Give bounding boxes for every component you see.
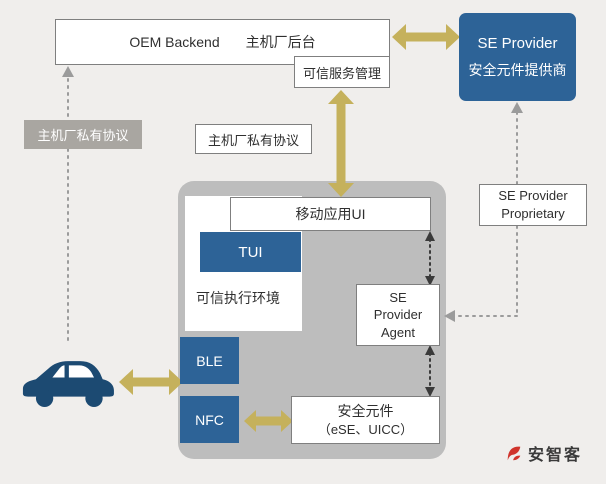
- car-icon: [22, 361, 114, 407]
- agent-line2: Provider: [373, 307, 423, 323]
- anzhike-logo-icon: [507, 446, 521, 461]
- secure-element-box: 安全元件 （eSE、UICC）: [291, 396, 440, 444]
- se-provider-line2: 安全元件提供商: [468, 62, 567, 79]
- tee-label: 可信执行环境: [196, 288, 280, 308]
- se-provider-box: SE Provider 安全元件提供商: [459, 13, 576, 101]
- dotted-car-oem-arrowhead: [62, 66, 74, 77]
- proprietary-line1: SE Provider: [498, 188, 568, 204]
- dotted-seprovider-up-arrowhead: [511, 102, 523, 113]
- oem-protocol-mid-text: 主机厂私有协议: [207, 132, 299, 148]
- oem-backend-label-zh: 主机厂后台: [245, 34, 316, 50]
- proprietary-line2: Proprietary: [501, 206, 565, 221]
- nfc-label: NFC: [195, 411, 224, 428]
- car-wheel-front: [85, 389, 103, 407]
- tee-label-text: 可信执行环境: [196, 290, 280, 306]
- mobile-app-ui-label: 移动应用UI: [295, 206, 366, 222]
- se-provider-proprietary-box: SE Provider Proprietary: [479, 184, 587, 226]
- arrow-oem-seprovider: [392, 24, 460, 50]
- car-window-front: [68, 365, 94, 378]
- secure-element-line1: 安全元件: [337, 402, 394, 419]
- watermark: 安智客: [505, 441, 582, 465]
- oem-protocol-mid-label: 主机厂私有协议: [195, 124, 312, 154]
- secure-element-line2: （eSE、UICC）: [317, 421, 414, 437]
- oem-protocol-left-text: 主机厂私有协议: [37, 128, 129, 143]
- tsm-label: 可信服务管理: [302, 65, 381, 81]
- nfc-box: NFC: [180, 396, 239, 443]
- ble-label: BLE: [196, 352, 223, 369]
- car-wheel-rear: [35, 389, 54, 407]
- tui-label: TUI: [238, 243, 263, 261]
- logo-shape: [507, 446, 521, 461]
- se-provider-agent-box: SE Provider Agent: [356, 284, 440, 346]
- agent-line1: SE: [389, 289, 407, 305]
- car-window-rear: [52, 365, 65, 378]
- agent-line3: Agent: [381, 324, 415, 340]
- se-provider-line1: SE Provider: [477, 34, 558, 52]
- car-body: [22, 361, 114, 397]
- watermark-text: 安智客: [528, 447, 583, 464]
- logo-shape-2: [513, 455, 521, 461]
- mobile-app-ui-box: 移动应用UI: [230, 197, 431, 231]
- arrow-car-device: [119, 369, 183, 395]
- oem-backend-label-en: OEM Backend: [129, 34, 220, 50]
- tsm-box: 可信服务管理: [294, 56, 390, 88]
- ble-box: BLE: [180, 337, 239, 384]
- tui-box: TUI: [200, 232, 301, 272]
- oem-protocol-left-label: 主机厂私有协议: [24, 120, 142, 149]
